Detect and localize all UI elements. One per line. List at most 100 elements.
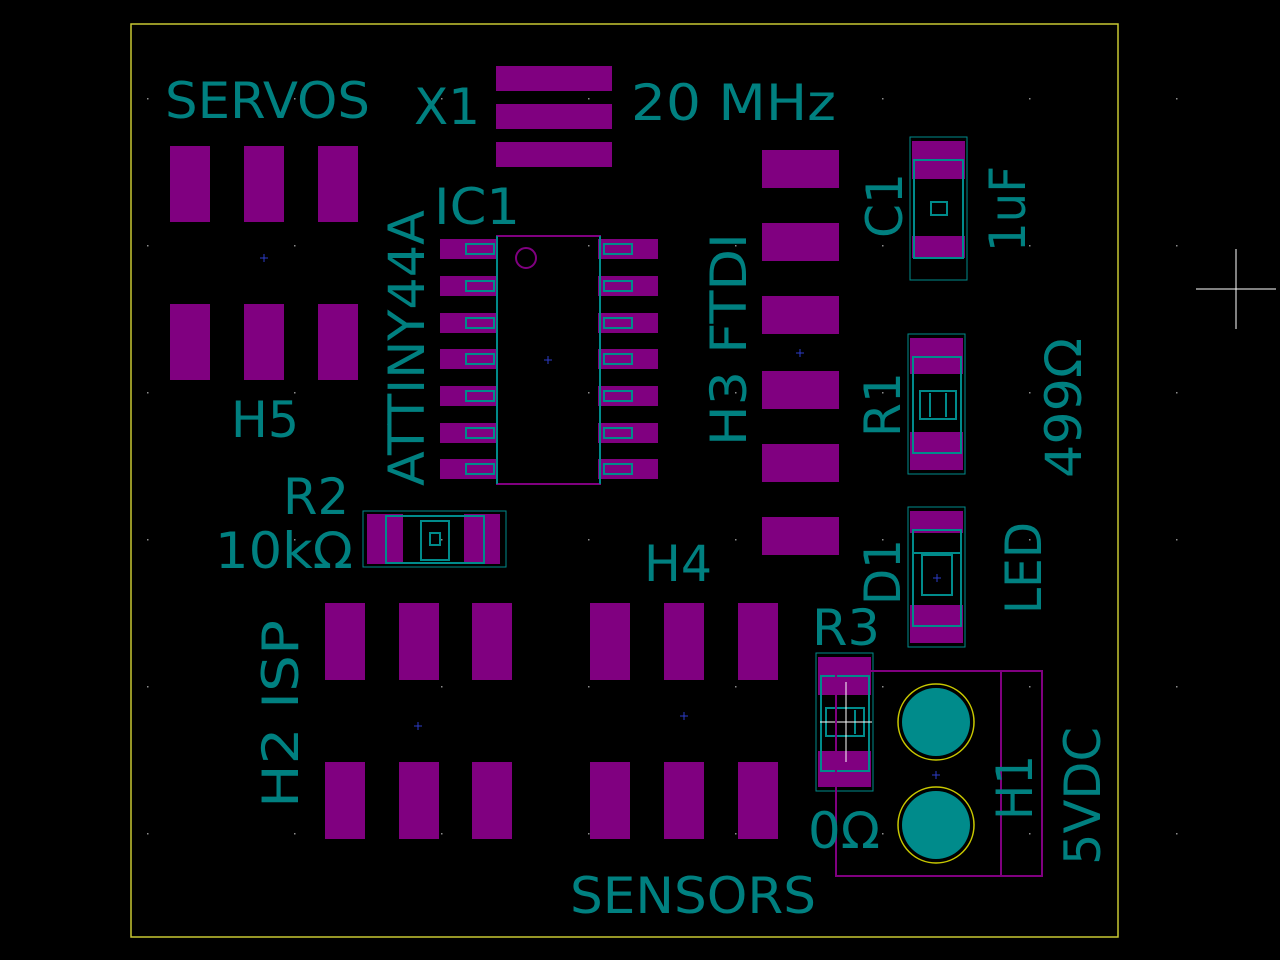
grid-dot <box>1176 539 1178 541</box>
grid-dot <box>1029 686 1031 688</box>
pad <box>318 146 358 222</box>
grid-dot <box>588 245 590 247</box>
r2-ref-label: R2 <box>283 468 349 526</box>
grid-dot <box>588 98 590 100</box>
pad <box>496 142 612 167</box>
pin1-marker <box>515 247 537 269</box>
grid-dot <box>1176 98 1178 100</box>
pad <box>590 762 630 839</box>
ic1-pin-pad <box>440 423 498 443</box>
ic1-ref-label: IC1 <box>434 178 520 236</box>
h3-label: H3 FTDI <box>700 233 758 446</box>
ic1-pin-pad <box>440 349 498 369</box>
h4-sensor-header[interactable] <box>590 603 778 839</box>
grid-dot <box>441 98 443 100</box>
r3-ref-label: R3 <box>812 599 880 657</box>
d1-led[interactable] <box>907 506 966 648</box>
cursor-crosshair <box>1196 249 1276 329</box>
through-hole-pad <box>902 688 970 756</box>
h5-servo-header[interactable] <box>170 146 358 380</box>
pad <box>762 296 839 334</box>
grid-dot <box>735 686 737 688</box>
grid-dot <box>294 392 296 394</box>
r3-resistor[interactable] <box>815 652 874 792</box>
ic1-pin-fab <box>465 243 495 255</box>
grid-dot <box>588 833 590 835</box>
ic1-pin-pad <box>440 313 498 333</box>
grid-dot <box>1176 245 1178 247</box>
grid-dot <box>588 392 590 394</box>
d1-value-label: LED <box>995 522 1053 614</box>
pad <box>325 603 365 680</box>
ic1-pin-fab <box>603 427 633 439</box>
grid-dot <box>882 686 884 688</box>
grid-dot <box>294 833 296 835</box>
pad <box>762 223 839 261</box>
grid-dot <box>294 686 296 688</box>
r1-resistor[interactable] <box>907 333 966 475</box>
grid-dot <box>1176 392 1178 394</box>
grid-dot <box>882 539 884 541</box>
ic1-pin-fab <box>603 317 633 329</box>
fab-mark <box>429 532 441 546</box>
pad <box>170 304 210 380</box>
terminal-outline <box>835 670 1043 877</box>
h2-label: H2 ISP <box>252 620 310 808</box>
r2-value-label: 10kΩ <box>215 522 353 580</box>
grid-dot <box>294 245 296 247</box>
grid-dot <box>294 539 296 541</box>
ic1-pin-fab <box>465 390 495 402</box>
pad <box>244 304 284 380</box>
c1-capacitor[interactable] <box>909 136 968 281</box>
grid-dot <box>147 686 149 688</box>
courtyard <box>909 136 968 281</box>
grid-dot <box>735 833 737 835</box>
x1-crystal[interactable] <box>496 66 612 167</box>
ic1-pin-fab <box>465 317 495 329</box>
ic1-pin-pad <box>598 386 658 406</box>
grid-dot <box>441 686 443 688</box>
ic1-pin-pad <box>598 459 658 479</box>
courtyard <box>815 652 874 792</box>
fab-center <box>921 554 953 596</box>
pad <box>590 603 630 680</box>
pad <box>762 371 839 409</box>
grid-dot <box>147 245 149 247</box>
pad <box>244 146 284 222</box>
ic1-pin-fab <box>465 427 495 439</box>
pad <box>762 517 839 555</box>
h5-ref-label: H5 <box>231 391 299 449</box>
pad <box>325 762 365 839</box>
grid-dot <box>588 686 590 688</box>
h1-power-terminal[interactable] <box>835 670 1043 877</box>
ic1-pin-fab <box>465 280 495 292</box>
fab-outline <box>912 529 962 627</box>
board-outline <box>130 23 1119 938</box>
fab-outline <box>385 515 485 564</box>
pad <box>910 605 963 643</box>
ic1-pin-pad <box>440 386 498 406</box>
ic1-pin-fab <box>465 353 495 365</box>
pad <box>170 146 210 222</box>
fab-outline <box>913 159 964 259</box>
ic1-attiny44a[interactable] <box>440 235 658 485</box>
h4-ref-label: H4 <box>644 535 712 593</box>
h3-ftdi-header[interactable] <box>762 150 839 555</box>
pad <box>472 762 512 839</box>
r1-value-label: 499Ω <box>1035 338 1093 478</box>
fab-center <box>919 390 957 420</box>
grid-dot <box>882 392 884 394</box>
d1-ref-label: D1 <box>854 539 912 605</box>
grid-dot <box>441 833 443 835</box>
fab-outline <box>820 675 870 772</box>
r2-resistor[interactable] <box>362 510 507 568</box>
h1-ref-label: H1 <box>986 755 1044 820</box>
sensors-label: SENSORS <box>570 867 816 925</box>
grid-dot <box>441 539 443 541</box>
fab-center <box>930 201 948 216</box>
grid-dot <box>1029 539 1031 541</box>
grid-dot <box>147 833 149 835</box>
h2-isp-header[interactable] <box>325 603 512 839</box>
r3-value-label: 0Ω <box>808 802 880 860</box>
